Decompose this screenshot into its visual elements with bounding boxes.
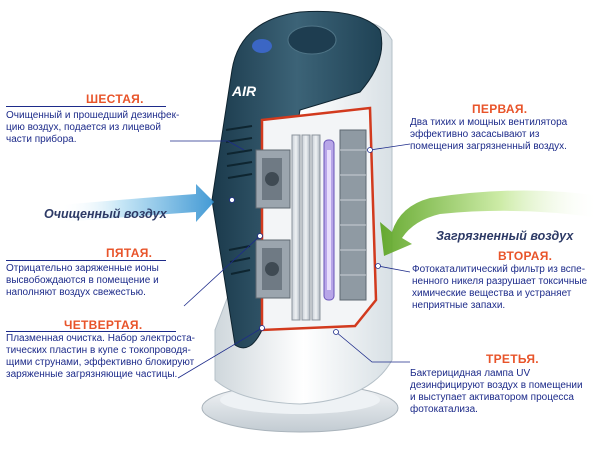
stage-description: Два тихих и мощных вентилятора эффективн… — [410, 117, 568, 152]
stage-title: ПЯТАЯ. — [106, 246, 153, 260]
photocatalytic-filter — [339, 129, 367, 301]
marker-dot — [333, 329, 339, 335]
marker-dot — [257, 233, 263, 239]
marker-dot — [367, 147, 373, 153]
stage-title: ТРЕТЬЯ. — [486, 352, 539, 366]
electrostatic-plates — [291, 134, 321, 321]
marker-dot — [259, 325, 265, 331]
clean-air-label: Очищенный воздух — [44, 207, 167, 221]
marker-dot — [229, 197, 235, 203]
title-underline — [6, 260, 166, 261]
front-housing — [211, 10, 383, 349]
stage-title: ШЕСТАЯ. — [86, 92, 144, 106]
stage-title: ЧЕТВЕРТАЯ. — [64, 318, 143, 332]
front-grille — [225, 125, 253, 275]
clean-air-arrow — [60, 184, 214, 222]
dirty-air-label: Загрязненный воздух — [436, 229, 574, 243]
dirty-air-arrow — [380, 190, 600, 256]
brand-logo: AIR — [231, 83, 257, 99]
fan-lower — [255, 239, 291, 299]
top-control-button — [252, 39, 272, 53]
leader-lines — [170, 140, 411, 379]
title-underline — [6, 106, 166, 107]
stage-description: Отрицательно заряженные ионы высвобождаю… — [6, 263, 159, 298]
stage-description: Очищенный и прошедший дезинфек- цию возд… — [6, 110, 180, 145]
marker-dot — [375, 263, 381, 269]
fan-upper — [255, 149, 291, 209]
stage-title: ВТОРАЯ. — [498, 249, 553, 263]
stage-description: Плазменная очистка. Набор электроста- ти… — [6, 333, 195, 380]
title-underline — [6, 331, 176, 332]
stage-title: ПЕРВАЯ. — [472, 102, 528, 116]
stage-description: Фотокаталитический фильтр из вспе- ненно… — [412, 264, 588, 311]
stage-description: Бактерицидная лампа UV дезинфицируют воз… — [410, 368, 583, 415]
